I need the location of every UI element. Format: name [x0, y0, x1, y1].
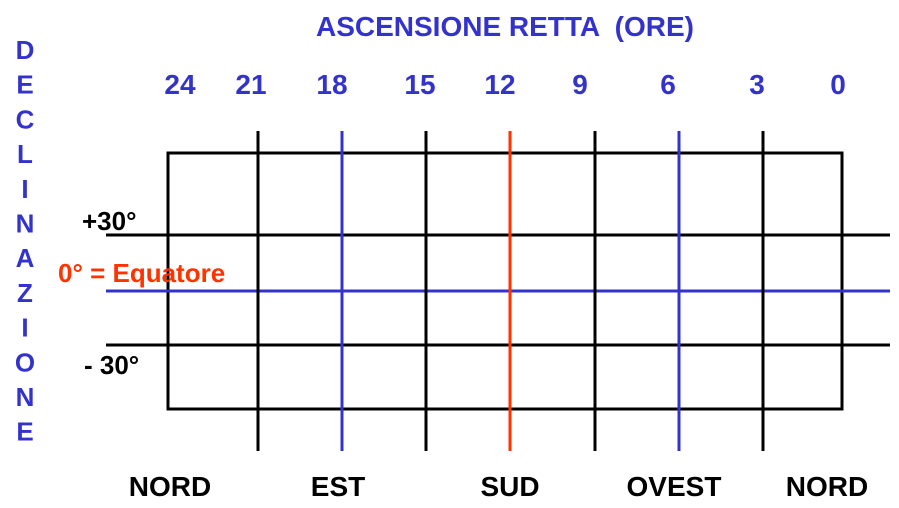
title: ASCENSIONE RETTA (ORE) — [316, 11, 694, 42]
ra-tick-label: 12 — [484, 69, 515, 100]
ra-tick-label: 9 — [572, 69, 588, 100]
declination-letter: O — [15, 347, 35, 377]
ra-tick-label: 3 — [749, 69, 765, 100]
ra-tick-label: 0 — [830, 69, 846, 100]
direction-label: OVEST — [627, 471, 722, 502]
grid — [106, 131, 890, 451]
ra-tick-label: 6 — [660, 69, 676, 100]
ra-tick-label: 21 — [235, 69, 266, 100]
declination-letter: Z — [17, 278, 33, 308]
dec-label-minus30: - 30° — [84, 350, 139, 380]
declination-letter: L — [17, 139, 33, 169]
ra-tick-label: 18 — [316, 69, 347, 100]
ra-tick-labels: 24 21 18 15 12 9 6 3 0 — [164, 69, 845, 100]
direction-labels: NORD EST SUD OVEST NORD — [129, 471, 868, 502]
direction-label: SUD — [480, 471, 539, 502]
grid-frame — [166, 151, 844, 411]
declination-letter: I — [21, 174, 28, 204]
declination-letter: N — [16, 382, 35, 412]
direction-label: NORD — [129, 471, 211, 502]
declination-letter: E — [16, 417, 33, 447]
declination-letter: C — [16, 104, 35, 134]
declination-letter: E — [16, 70, 33, 100]
ra-tick-label: 24 — [164, 69, 196, 100]
direction-label: NORD — [786, 471, 868, 502]
ra-tick-label: 15 — [404, 69, 435, 100]
direction-label: EST — [311, 471, 365, 502]
declination-letter: N — [16, 209, 35, 239]
declination-letter: I — [21, 313, 28, 343]
equator-label: 0° = Equatore — [58, 258, 225, 288]
declination-letter: A — [16, 243, 35, 273]
dec-label-plus30: +30° — [82, 206, 137, 236]
declination-letter: D — [16, 35, 35, 65]
